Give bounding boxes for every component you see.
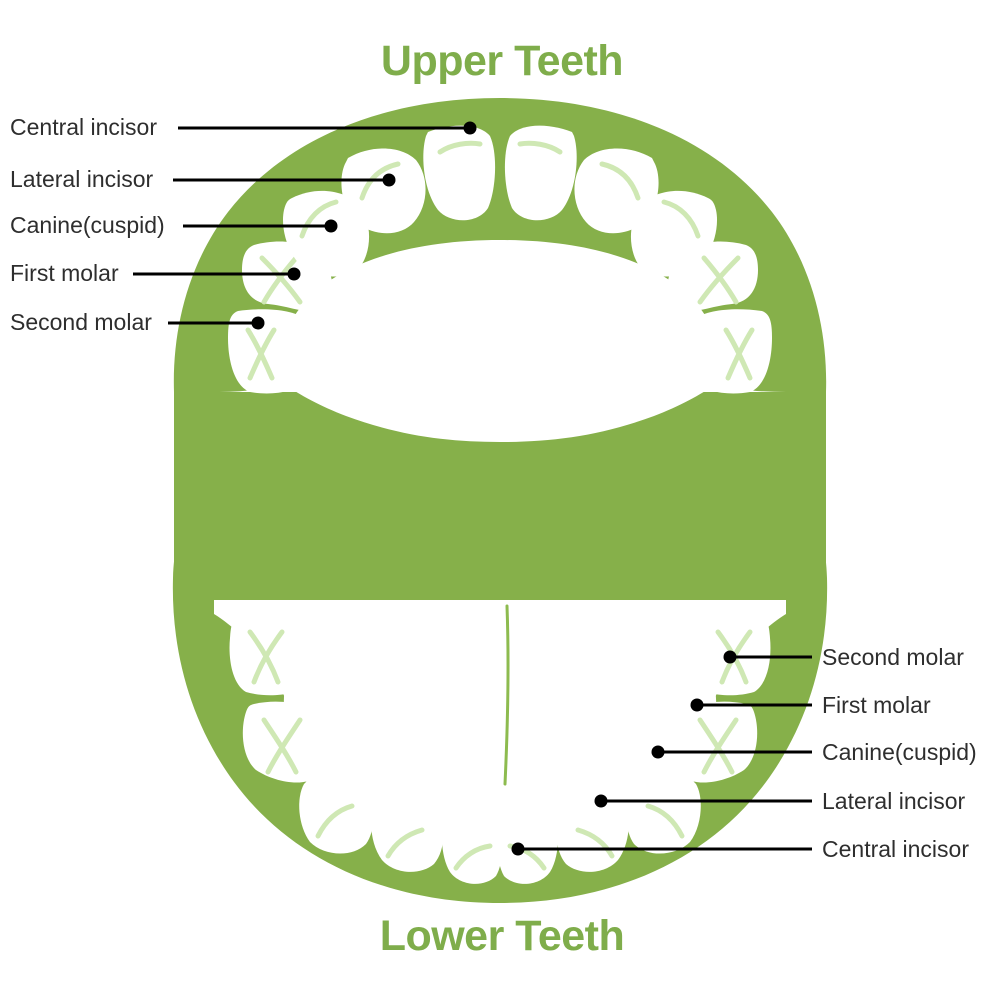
- incisor-arc-mark: [359, 161, 401, 201]
- incisor-arc-mark: [437, 140, 483, 155]
- tongue-midline-groove: [503, 604, 510, 786]
- tooth-lower-left-second-molar: [229, 612, 314, 696]
- tooth-lower-right-canine: [626, 772, 701, 854]
- lower-label-callouts: Second molar First molar Canine(cuspid) …: [511, 644, 977, 862]
- molar-x-mark: [261, 717, 303, 775]
- callout-lower-lateral-incisor: Lateral incisor: [594, 788, 966, 814]
- molar-x-mark: [245, 327, 277, 381]
- tooth-lower-right-first-molar: [671, 701, 758, 783]
- label-upper-lateral-incisor: Lateral incisor: [10, 166, 154, 192]
- tooth-lower-right-central-incisor: [497, 806, 559, 884]
- incisor-arc-mark: [599, 161, 641, 201]
- molar-x-mark: [723, 327, 755, 381]
- upper-teeth-group: [228, 125, 772, 394]
- label-lower-first-molar: First molar: [822, 692, 931, 718]
- callout-lower-first-molar: First molar: [690, 692, 931, 718]
- leader-dot-upper-first-molar: [287, 267, 301, 281]
- upper-label-callouts: Central incisor Lateral incisor Canine(c…: [10, 114, 477, 335]
- tooth-upper-left-lateral-incisor: [341, 148, 426, 234]
- incisor-arc-mark: [575, 827, 615, 859]
- tooth-lower-left-canine: [299, 772, 374, 854]
- callout-upper-first-molar: First molar: [10, 260, 301, 286]
- label-upper-second-molar: Second molar: [10, 309, 152, 335]
- palate-upper-notch: [214, 384, 786, 442]
- leader-dot-lower-canine: [651, 745, 665, 759]
- label-lower-canine: Canine(cuspid): [822, 739, 977, 765]
- callout-upper-canine: Canine(cuspid): [10, 212, 338, 238]
- lower-teeth-title: Lower Teeth: [380, 912, 625, 960]
- canine-arc-mark: [299, 199, 339, 239]
- tooth-lower-right-lateral-incisor: [556, 792, 629, 872]
- tooth-upper-left-second-molar: [228, 309, 312, 394]
- tongue-shape: [283, 604, 717, 846]
- label-lower-lateral-incisor: Lateral incisor: [822, 788, 966, 814]
- tongue-group: [283, 604, 717, 846]
- label-lower-second-molar: Second molar: [822, 644, 964, 670]
- callout-upper-lateral-incisor: Lateral incisor: [10, 166, 396, 192]
- label-upper-first-molar: First molar: [10, 260, 119, 286]
- leader-dot-upper-lateral-incisor: [382, 173, 396, 187]
- canine-arc-mark: [661, 199, 701, 239]
- leader-dot-upper-canine: [324, 219, 338, 233]
- leader-dot-lower-first-molar: [690, 698, 704, 712]
- upper-teeth-title: Upper Teeth: [381, 37, 623, 85]
- incisor-arc-mark: [315, 803, 355, 839]
- molar-x-mark: [697, 255, 741, 305]
- tooth-upper-right-second-molar: [688, 309, 772, 394]
- incisor-arc-mark: [517, 140, 563, 155]
- tooth-upper-left-canine: [282, 190, 370, 277]
- callout-upper-central-incisor: Central incisor: [10, 114, 477, 140]
- label-upper-central-incisor: Central incisor: [10, 114, 157, 140]
- molar-x-mark: [259, 255, 303, 305]
- leader-dot-lower-central-incisor: [511, 842, 525, 856]
- tooth-lower-left-first-molar: [242, 701, 329, 783]
- incisor-arc-mark: [645, 803, 685, 839]
- label-lower-central-incisor: Central incisor: [822, 836, 969, 862]
- callout-lower-central-incisor: Central incisor: [511, 836, 969, 862]
- leader-dot-upper-central-incisor: [463, 121, 477, 135]
- incisor-arc-mark: [385, 827, 425, 859]
- palate-band: [174, 392, 826, 600]
- tooth-lower-left-central-incisor: [441, 806, 503, 884]
- molar-x-mark: [247, 629, 285, 685]
- label-upper-canine: Canine(cuspid): [10, 212, 165, 238]
- molar-x-mark: [697, 717, 739, 775]
- callout-lower-second-molar: Second molar: [723, 644, 964, 670]
- tooth-upper-right-central-incisor: [504, 125, 577, 221]
- callout-lower-canine: Canine(cuspid): [651, 739, 977, 765]
- leader-dot-lower-lateral-incisor: [594, 794, 608, 808]
- tooth-upper-right-first-molar: [667, 241, 758, 313]
- callout-upper-second-molar: Second molar: [10, 309, 265, 335]
- leader-dot-lower-second-molar: [723, 650, 737, 664]
- leader-dot-upper-second-molar: [251, 316, 265, 330]
- tooth-upper-left-central-incisor: [423, 125, 496, 221]
- incisor-arc-mark: [453, 843, 493, 871]
- tooth-lower-left-lateral-incisor: [371, 792, 444, 872]
